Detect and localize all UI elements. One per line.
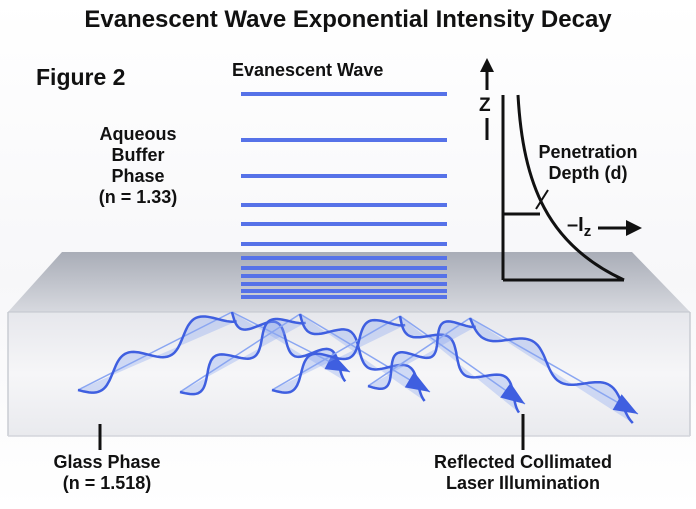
z-axis-arrowhead xyxy=(480,58,494,72)
intensity-symbol: –I xyxy=(567,214,584,236)
evanescent-wave-label: Evanescent Wave xyxy=(232,60,384,80)
reflected-line-1: Reflected Collimated xyxy=(433,452,613,472)
slab-front-face xyxy=(8,312,690,436)
beam-4-incident-axis xyxy=(367,317,471,387)
beam-4-reflected xyxy=(468,317,634,424)
intensity-subscript: z xyxy=(583,223,592,240)
aqueous-line-3: Phase xyxy=(111,166,165,186)
beam-3-incident-axis xyxy=(271,315,401,391)
beam-1-incident xyxy=(77,315,237,394)
penetration-line-1: Penetration xyxy=(538,142,638,162)
beam-2-incident-axis xyxy=(179,313,301,393)
beam-4-reflected-arrowhead xyxy=(612,394,638,414)
beam-3-reflected xyxy=(398,315,521,414)
beam-2-reflected xyxy=(298,313,426,402)
aqueous-line-4: (n = 1.33) xyxy=(98,187,178,207)
beam-2-reflected-axis xyxy=(299,313,431,393)
glass-line-1: Glass Phase xyxy=(53,452,161,472)
intensity-label: –Iz xyxy=(567,214,591,240)
figure-title: Evanescent Wave Exponential Intensity De… xyxy=(84,6,612,33)
aqueous-phase-label: Aqueous Buffer Phase (n = 1.33) xyxy=(78,124,198,208)
beam-2-incident xyxy=(179,317,306,396)
beam-3-reflected-axis xyxy=(399,315,526,405)
intensity-decay-plot xyxy=(480,58,642,282)
intensity-arrowhead xyxy=(626,220,642,236)
beam-4-reflected-axis xyxy=(469,317,639,415)
reflected-line-2: Laser Illumination xyxy=(445,473,601,493)
penetration-line-2: Depth (d) xyxy=(548,163,628,183)
beam-2-reflected-arrowhead xyxy=(404,371,430,392)
beam-1-incident-axis xyxy=(77,311,233,391)
reflected-laser-waves xyxy=(77,311,639,424)
z-axis-label: Z xyxy=(479,95,491,116)
figure-number: Figure 2 xyxy=(36,64,126,90)
penetration-depth-label: Penetration Depth (d) xyxy=(520,142,656,184)
beam-3-reflected-arrowhead xyxy=(500,382,525,404)
glass-phase-label: Glass Phase (n = 1.518) xyxy=(22,452,192,494)
aqueous-line-2: Buffer xyxy=(111,145,165,165)
aqueous-line-1: Aqueous xyxy=(99,124,177,144)
beam-4-incident xyxy=(367,320,476,391)
beam-3-incident xyxy=(271,318,406,394)
glass-line-2: (n = 1.518) xyxy=(62,473,152,493)
penetration-depth-leader xyxy=(535,189,549,210)
decay-curve xyxy=(516,94,625,282)
evanescent-wave-lines xyxy=(241,92,447,299)
reflected-illumination-label: Reflected Collimated Laser Illumination xyxy=(388,452,658,494)
